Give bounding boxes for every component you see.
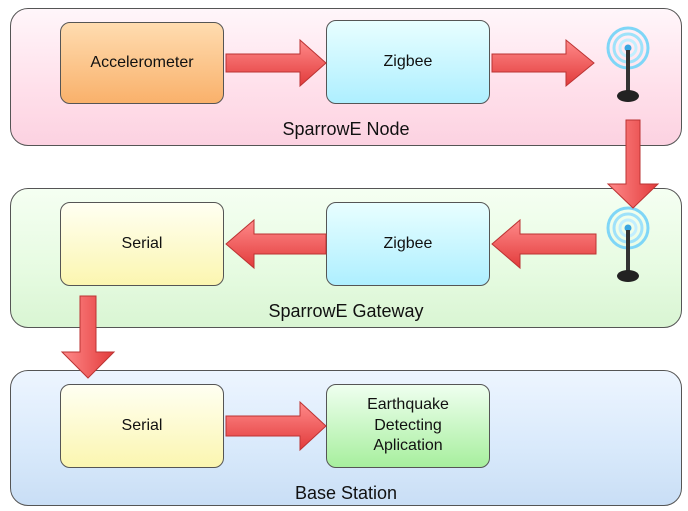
gateway-zigbee-box: Zigbee (326, 202, 490, 286)
arrow-antenna-to-zigbee (491, 218, 597, 270)
base-serial-box: Serial (60, 384, 224, 468)
node-zigbee-box: Zigbee (326, 20, 490, 104)
arrow-zigbee-to-serial (225, 218, 327, 270)
application-box: Earthquake Detecting Aplication (326, 384, 490, 468)
arrow-gateway-to-base (60, 295, 116, 379)
gateway-panel-title: SparrowE Gateway (268, 301, 424, 321)
arrow-serial-to-application (225, 400, 327, 452)
gateway-serial-box: Serial (60, 202, 224, 286)
antenna-icon (606, 26, 650, 102)
arrow-zigbee-to-antenna (491, 38, 595, 88)
arrow-accelerometer-to-zigbee (225, 38, 327, 88)
base-panel-title: Base Station (294, 483, 398, 503)
antenna-icon (606, 206, 650, 282)
arrow-node-to-gateway (606, 119, 660, 209)
accelerometer-box: Accelerometer (60, 22, 224, 104)
node-panel-title: SparrowE Node (282, 119, 410, 139)
